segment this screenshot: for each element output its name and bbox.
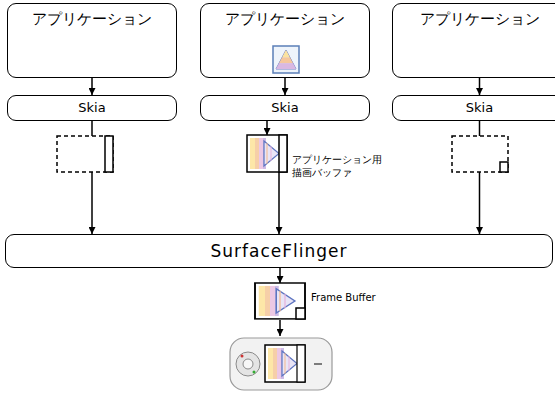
library-box: Skia xyxy=(392,95,555,121)
box-label: Skia xyxy=(271,100,298,116)
buffer-picture xyxy=(247,135,287,172)
flow-arrow xyxy=(91,78,93,95)
application-box: アプリケーション xyxy=(392,3,555,78)
frame-buffer: Frame Buffer xyxy=(255,283,305,319)
frame-buffer-picture xyxy=(255,283,305,319)
flow-arrow xyxy=(266,121,268,135)
phone-device xyxy=(230,338,332,390)
box-label: SurfaceFlinger xyxy=(210,241,347,261)
box-label: Skia xyxy=(466,100,493,116)
box-label: Skia xyxy=(78,100,105,116)
library-box: Skia xyxy=(7,95,177,121)
library-box: Skia xyxy=(200,95,370,121)
buffer-label: アプリケーション用 描画バッファ xyxy=(292,153,388,179)
empty-buffer xyxy=(57,136,113,172)
empty-buffer xyxy=(452,136,508,172)
box-label: アプリケーション xyxy=(420,10,540,28)
flow-arrow xyxy=(479,78,481,95)
buffer-label: Frame Buffer xyxy=(311,291,401,304)
draw-buffer: アプリケーション用 描画バッファ xyxy=(247,135,287,172)
box-label: アプリケーション xyxy=(32,10,152,28)
application-box: アプリケーション xyxy=(200,3,370,78)
flow-arrow xyxy=(278,172,280,234)
pyramid-icon xyxy=(273,46,299,73)
box-label: アプリケーション xyxy=(225,10,345,28)
output-arrow xyxy=(279,320,281,336)
application-box: アプリケーション xyxy=(7,3,177,78)
flow-arrow xyxy=(284,78,286,95)
compositor-box: SurfaceFlinger xyxy=(5,234,553,268)
flow-arrow xyxy=(279,268,281,283)
